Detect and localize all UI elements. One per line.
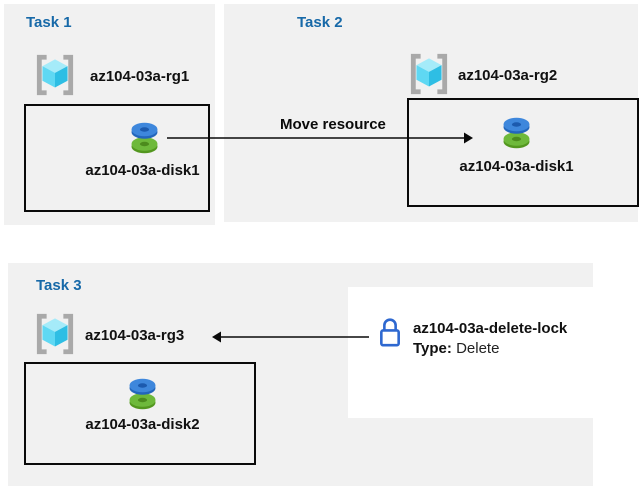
resource-group-icon [32, 311, 78, 357]
task2-disk-box: az104-03a-disk1 [407, 98, 639, 207]
disk-icon [126, 119, 163, 155]
task2-panel: Task 2 az104-03a-rg2 az104-03a-disk1 [224, 4, 639, 222]
task1-resource-group-label: az104-03a-rg1 [90, 68, 190, 85]
task1-disk-box: az104-03a-disk1 [24, 104, 210, 212]
padlock-icon [377, 315, 403, 349]
arrow-right-icon [167, 130, 474, 146]
resource-group-icon [406, 51, 452, 97]
task3-disk-label: az104-03a-disk2 [85, 416, 200, 433]
disk-icon [124, 375, 161, 411]
move-resource-label: Move resource [280, 116, 386, 133]
arrow-left-icon [211, 329, 369, 345]
lock-type-label: Type: Delete [413, 340, 499, 357]
task2-title: Task 2 [297, 14, 343, 31]
resource-group-icon [32, 52, 78, 98]
lock-name-label: az104-03a-delete-lock [413, 320, 568, 337]
task2-resource-group-label: az104-03a-rg2 [458, 67, 558, 84]
task2-disk-label: az104-03a-disk1 [459, 158, 574, 175]
task3-resource-group-label: az104-03a-rg3 [85, 327, 185, 344]
lock-type-value: Delete [456, 340, 500, 357]
task1-panel: Task 1 az104-03a-rg1 az104-03a-disk1 [4, 4, 215, 225]
task3-title: Task 3 [36, 277, 82, 294]
lock-type-key: Type: [413, 340, 452, 357]
lock-icon-tile [374, 312, 406, 352]
disk-icon [498, 114, 535, 150]
task3-disk-box: az104-03a-disk2 [24, 362, 256, 465]
task1-title: Task 1 [26, 14, 72, 31]
task1-disk-label: az104-03a-disk1 [85, 162, 200, 179]
lock-annotation-area [348, 287, 641, 418]
